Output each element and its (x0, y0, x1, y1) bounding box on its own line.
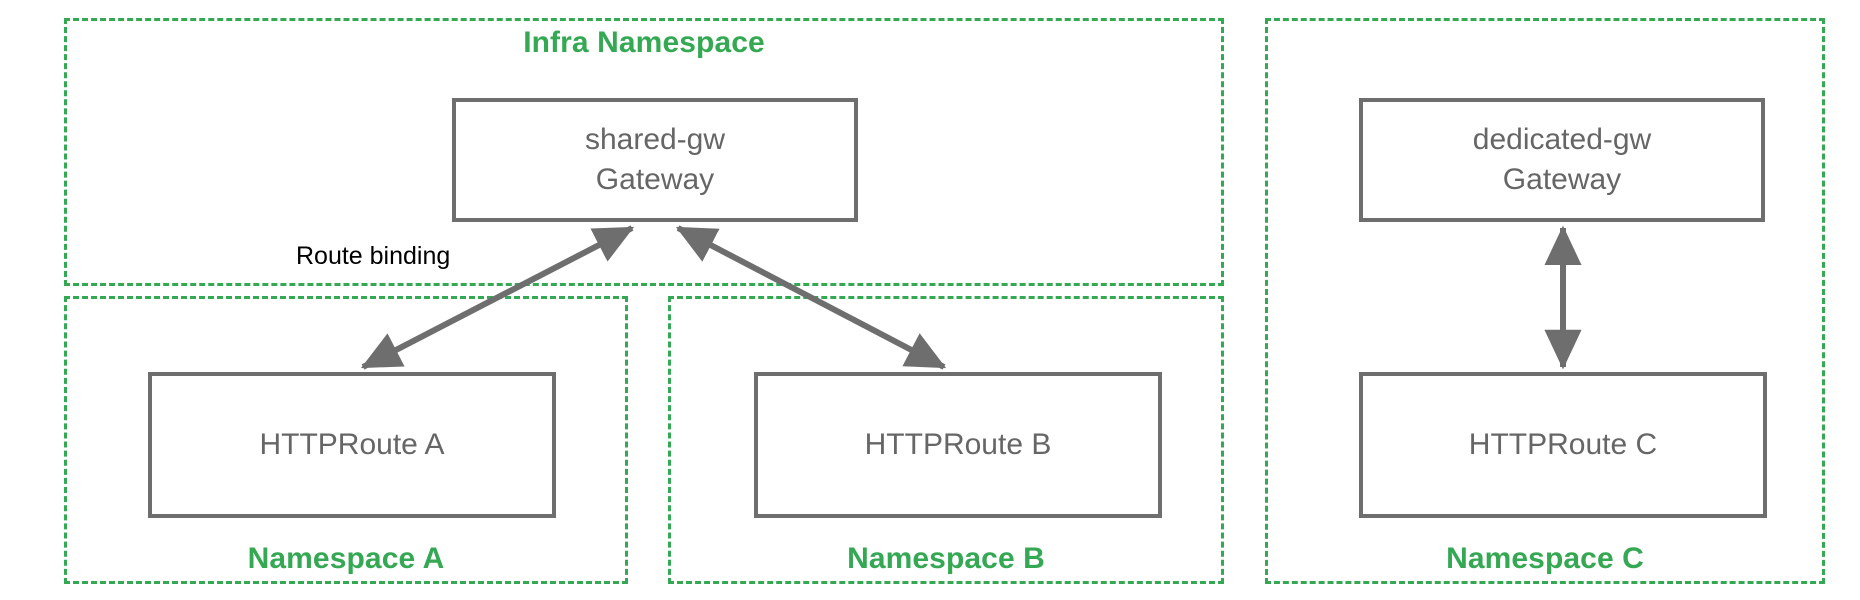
namespace-label-infra: Infra Namespace (523, 26, 765, 59)
node-httproute-c[interactable]: HTTPRoute C (1359, 372, 1767, 518)
node-httproute-a[interactable]: HTTPRoute A (148, 372, 556, 518)
node-shared-gw[interactable]: shared-gw Gateway (452, 98, 858, 222)
edge-label-route-binding: Route binding (296, 242, 451, 270)
namespace-label-a: Namespace A (247, 542, 445, 575)
namespace-label-c: Namespace C (1446, 542, 1644, 575)
node-httproute-b[interactable]: HTTPRoute B (754, 372, 1162, 518)
namespace-box-infra (64, 18, 1224, 286)
namespace-label-b: Namespace B (847, 542, 1045, 575)
namespace-box-c (1265, 18, 1825, 584)
namespace-box-a (64, 296, 628, 584)
node-dedicated-gw[interactable]: dedicated-gw Gateway (1359, 98, 1765, 222)
